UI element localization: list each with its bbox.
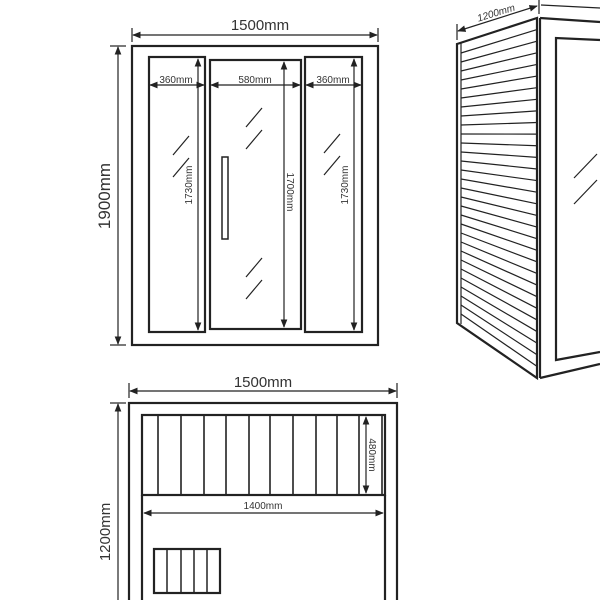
wall-slat <box>460 232 538 263</box>
side-wall-slats <box>460 29 538 367</box>
bench <box>140 413 387 497</box>
wall-slat <box>460 169 538 182</box>
wall-slat <box>460 87 538 99</box>
front-bottom-edge <box>539 362 600 380</box>
wall-slat <box>460 142 538 147</box>
front-frame <box>130 44 380 347</box>
bench-width-label: 1400mm <box>244 501 283 512</box>
wall-slat <box>460 178 538 193</box>
wall-slat <box>460 110 538 117</box>
depth-dimension-line <box>457 5 538 32</box>
top-frame <box>127 401 399 600</box>
front-width-label: 1500mm <box>231 17 289 34</box>
front-top-edge <box>539 16 600 24</box>
bench-slats <box>157 415 383 495</box>
dim-line <box>540 4 600 9</box>
glass-door <box>208 58 303 331</box>
wall-slat <box>460 214 538 240</box>
wall-slat <box>460 98 538 108</box>
wall-slat <box>460 121 538 126</box>
wall-slat <box>460 29 538 54</box>
right-panel-width-label: 360mm <box>316 75 349 86</box>
wall-slat <box>460 295 538 344</box>
wall-slat <box>460 259 538 298</box>
wall-slat <box>460 223 538 251</box>
top-depth-label: 1200mm <box>97 503 114 561</box>
wall-slat <box>460 268 538 309</box>
top-view: 1500mm 1200mm 480mm 1400mm <box>97 374 399 600</box>
wall-slat <box>460 304 538 356</box>
heater-grille <box>166 549 208 593</box>
wall-slat <box>460 277 538 321</box>
top-width-label: 1500mm <box>234 374 292 391</box>
wall-slat <box>460 40 538 63</box>
isometric-view: 1200mm <box>455 0 600 381</box>
front-height-label: 1900mm <box>95 163 114 229</box>
door-handle <box>221 156 229 240</box>
wall-slat <box>460 313 538 367</box>
wall-slat <box>460 151 538 158</box>
wall-slat <box>460 52 538 72</box>
wall-slat <box>460 187 538 205</box>
wall-slat <box>460 160 538 170</box>
glass-reflection-marks <box>172 107 341 300</box>
door-height-label: 1700mm <box>284 173 295 212</box>
wall-slat <box>460 205 538 228</box>
front-window <box>554 36 600 362</box>
heater <box>152 547 222 595</box>
right-panel-height-label: 1730mm <box>340 166 351 205</box>
wall-slat <box>460 75 538 90</box>
wall-slat <box>460 241 538 275</box>
right-glass-panel <box>303 55 364 334</box>
left-glass-panel <box>147 55 207 334</box>
left-panel-height-label: 1730mm <box>184 166 195 205</box>
side-wall <box>455 16 539 381</box>
wall-slat <box>460 286 538 333</box>
wall-slat <box>460 63 538 81</box>
bench-depth-label: 480mm <box>366 438 377 471</box>
front-view: 1500mm 1900mm 360mm 580mm 360mm 1730mm 1… <box>95 17 380 347</box>
wall-slat <box>460 250 538 286</box>
left-panel-width-label: 360mm <box>159 75 192 86</box>
door-width-label: 580mm <box>238 75 271 86</box>
wall-slat <box>460 196 538 217</box>
glass-reflection-marks <box>573 153 598 205</box>
iso-depth-label: 1200mm <box>476 3 516 25</box>
